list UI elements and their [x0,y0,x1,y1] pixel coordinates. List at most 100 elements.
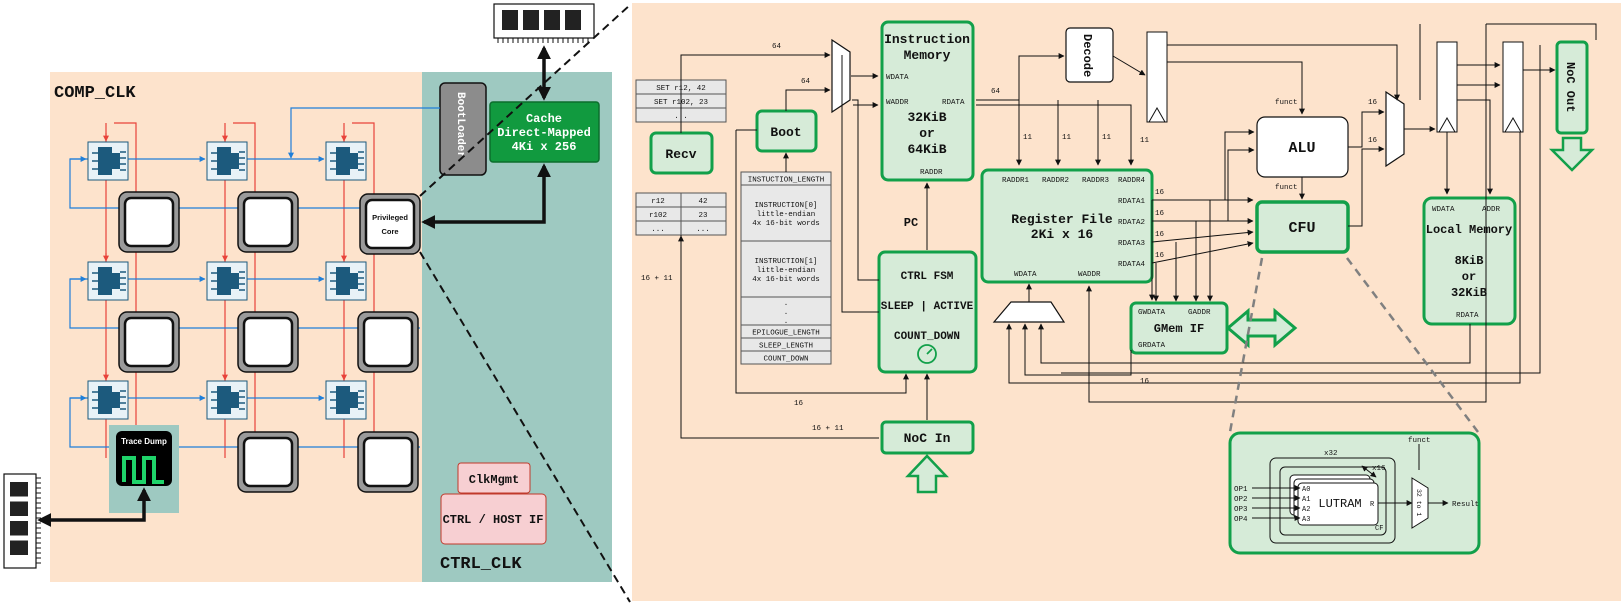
gmem-bus-arrow-icon [1225,307,1298,349]
svg-text:WDATA: WDATA [886,74,909,82]
dram-chip-icon [3,473,41,569]
svg-text:A1: A1 [1302,496,1310,504]
svg-text:Trace Dump: Trace Dump [121,437,167,446]
bus-width-labels: 64 64 64 11 11 11 11 16 16 16 16 16 16 1… [641,43,1378,433]
svg-text:r12: r12 [651,198,665,206]
gmem-if-block[interactable]: GWDATA GADDR GMem IF GRDATA [1129,301,1229,355]
svg-text:OP2: OP2 [1234,496,1248,504]
trace-dump[interactable]: Trace Dump [116,431,172,486]
svg-text:Instruction: Instruction [884,32,970,47]
svg-text:x16: x16 [1372,465,1386,473]
svg-text:2Ki x 16: 2Ki x 16 [1031,227,1094,242]
svg-text:CTRL FSM: CTRL FSM [901,271,954,283]
svg-text:16 + 11: 16 + 11 [641,275,673,283]
svg-text:64: 64 [772,43,782,51]
router[interactable] [325,141,367,181]
router[interactable] [206,380,248,420]
cache-links [37,45,551,527]
svg-text:11: 11 [1140,137,1150,145]
router[interactable] [206,261,248,301]
svg-text:RDATA1: RDATA1 [1118,198,1146,206]
svg-text:RADDR3: RADDR3 [1082,177,1110,185]
svg-text:GRDATA: GRDATA [1138,342,1166,350]
svg-text:16: 16 [1155,210,1165,218]
alu-block[interactable]: ALU [1256,116,1349,178]
pipeline-register [1502,41,1524,133]
timer-icon [917,344,937,364]
svg-text:4x 16-bit words: 4x 16-bit words [752,220,820,228]
cfu-block[interactable]: CFU [1255,200,1350,254]
output-mux [1385,90,1405,168]
svg-text:funct: funct [1275,184,1298,192]
svg-text:WADDR: WADDR [1078,271,1101,279]
boot-block[interactable]: Boot [755,109,818,153]
program-table-row: SLEEP_LENGTH [740,337,832,352]
compute-core[interactable] [357,311,419,373]
svg-text:16: 16 [1155,231,1165,239]
svg-text:GMem IF: GMem IF [1154,322,1204,336]
local-memory[interactable]: WDATA ADDR Local Memory 8KiB or 32KiB RD… [1422,196,1517,326]
compute-core[interactable] [237,191,299,253]
ctrl-fsm[interactable]: CTRL FSM SLEEP | ACTIVE COUNT_DOWN [877,250,978,374]
bootloader[interactable]: BootLoader [439,82,487,176]
svg-text:CTRL / HOST IF: CTRL / HOST IF [443,513,544,527]
router[interactable] [325,261,367,301]
program-layout-table: INSTUCTION_LENGTHINSTRUCTION[0]little-en… [740,171,832,365]
svg-text:16: 16 [1368,99,1378,107]
noc-out-block[interactable]: NoC Out [1555,40,1589,135]
router[interactable] [87,380,129,420]
svg-text:A2: A2 [1302,506,1310,514]
clkmgmt-block[interactable]: ClkMgmt [457,462,531,494]
svg-text:RDATA4: RDATA4 [1118,261,1146,269]
svg-text:x32: x32 [1324,450,1338,458]
router[interactable] [325,380,367,420]
svg-text:GADDR: GADDR [1188,309,1211,317]
svg-text:CF: CF [1375,525,1383,533]
compute-core[interactable] [237,311,299,373]
recv-block[interactable]: Recv [649,131,714,175]
program-table-row: EPILOGUE_LENGTH [740,324,832,339]
svg-text:Cache: Cache [526,112,562,126]
svg-text:GWDATA: GWDATA [1138,309,1166,317]
svg-text:.: . [784,309,789,317]
svg-text:16 + 11: 16 + 11 [812,425,844,433]
svg-text:64KiB: 64KiB [907,142,946,157]
svg-text:r102: r102 [649,212,667,220]
compute-core[interactable] [237,431,299,493]
svg-text:ALU: ALU [1288,140,1315,157]
compute-core[interactable] [118,311,180,373]
svg-text:WADDR: WADDR [886,99,909,107]
compute-core[interactable] [118,191,180,253]
svg-text:42: 42 [698,198,707,206]
instruction-memory[interactable]: Instruction Memory WDATA WADDR RDATA 32K… [880,20,975,182]
router[interactable] [87,141,129,181]
svg-text:INSTUCTION_LENGTH: INSTUCTION_LENGTH [748,177,825,185]
router[interactable] [87,261,129,301]
svg-text:Privileged: Privileged [372,213,408,222]
svg-text:16: 16 [1368,137,1378,145]
noc-in-block[interactable]: NoC In [880,420,975,455]
compute-core[interactable] [357,431,419,493]
cache-block[interactable]: Cache Direct-Mapped 4Ki x 256 [489,101,600,163]
privileged-core[interactable]: Privileged Core [359,193,421,255]
register-file[interactable]: RADDR1 RADDR2 RADDR3 RADDR4 Register Fil… [980,168,1154,284]
svg-text:funct: funct [1275,99,1298,107]
svg-text:WDATA: WDATA [1014,271,1037,279]
comp-clk-label: COMP_CLK [54,84,136,103]
decode-block[interactable]: Decode [1065,27,1114,83]
router[interactable] [206,141,248,181]
dram-chip-icon [493,3,595,43]
svg-text:16: 16 [1155,189,1165,197]
svg-text:A3: A3 [1302,516,1310,524]
svg-text:RDATA3: RDATA3 [1118,240,1146,248]
svg-text:little-endian: little-endian [757,211,816,219]
svg-text:COUNT_DOWN: COUNT_DOWN [763,356,808,364]
svg-text:A0: A0 [1302,486,1310,494]
svg-text:RDATA: RDATA [942,99,965,107]
svg-text:SLEEP | ACTIVE: SLEEP | ACTIVE [881,301,974,313]
svg-text:EPILOGUE_LENGTH: EPILOGUE_LENGTH [752,330,820,338]
svg-text:OP1: OP1 [1234,486,1248,494]
ctrl-host-if-block[interactable]: CTRL / HOST IF [440,493,547,545]
